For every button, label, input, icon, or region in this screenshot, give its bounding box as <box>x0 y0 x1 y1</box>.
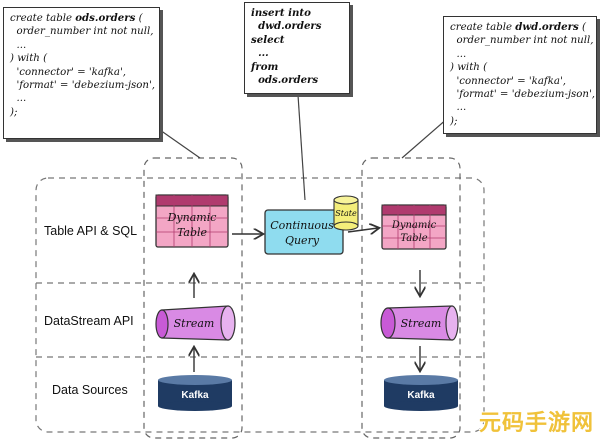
dwd-box-connector <box>401 117 449 159</box>
code-line: ... <box>450 102 467 114</box>
stream-right-label: Stream <box>401 317 442 330</box>
code-line: 'connector' = 'kafka', <box>10 66 126 78</box>
right-column-frame <box>361 157 461 439</box>
code-text: ( <box>578 22 586 33</box>
code-line: from <box>251 60 279 73</box>
kafka-left-label: Kafka <box>181 390 209 401</box>
code-line: ); <box>450 115 458 127</box>
state-cylinder <box>333 195 359 231</box>
kafka-left <box>158 375 232 411</box>
dynamic-table-left-label-1: Dynamic <box>167 211 217 224</box>
code-line: ) with ( <box>10 53 48 65</box>
layers-frame <box>35 177 485 433</box>
continuous-query-node <box>264 209 344 255</box>
ods-create-table-box: create table ods.orders ( order_number i… <box>3 7 160 139</box>
dynamic-table-right-label-1: Dynamic <box>391 220 437 231</box>
row-label-sources: Data Sources <box>52 383 128 397</box>
code-line: order_number int not null, <box>450 35 594 47</box>
stream-left-label: Stream <box>174 317 215 330</box>
row-label-table-api: Table API & SQL <box>44 224 138 238</box>
kafka-right-label: Kafka <box>407 390 435 401</box>
code-text: create table <box>450 22 516 33</box>
arrow-query-to-table <box>347 228 378 232</box>
dynamic-table-right-label-2: Table <box>400 233 427 244</box>
site-watermark: 元码手游网 <box>478 411 594 436</box>
insert-box-connector <box>297 94 306 201</box>
code-line: create table ods.orders ( <box>10 12 153 25</box>
ods-box-connector <box>159 129 201 159</box>
kafka-right <box>384 375 458 411</box>
left-column-frame <box>143 157 243 439</box>
code-line: 'format' = 'debezium-json', <box>450 89 596 101</box>
state-label: State <box>335 209 357 218</box>
code-line: dwd.orders <box>251 20 322 33</box>
stream-right <box>380 305 459 341</box>
code-text: create table <box>10 13 76 24</box>
code-line: ... <box>450 48 467 60</box>
code-line: create table dwd.orders ( <box>450 21 590 34</box>
code-text: ( <box>135 13 143 24</box>
code-line: ... <box>10 93 27 105</box>
code-line: ... <box>251 47 269 60</box>
insert-into-box: insert into dwd.orders select ... from o… <box>244 2 350 94</box>
dynamic-table-right <box>381 204 447 250</box>
code-line: select <box>251 33 285 46</box>
code-line: ... <box>10 39 27 51</box>
code-line: insert into <box>251 7 311 19</box>
table-name: ods.orders <box>75 12 136 24</box>
stream-left <box>155 305 236 341</box>
code-line: ods.orders <box>251 74 319 87</box>
code-line: 'format' = 'debezium-json', <box>10 80 156 92</box>
code-line: ); <box>10 106 18 118</box>
code-line: 'connector' = 'kafka', <box>450 75 566 87</box>
dynamic-table-left <box>155 194 229 248</box>
row-label-datastream: DataStream API <box>44 314 134 328</box>
dwd-create-table-box: create table dwd.orders ( order_number i… <box>443 16 597 134</box>
code-line: ) with ( <box>450 62 488 74</box>
code-line: order_number int not null, <box>10 26 154 38</box>
continuous-query-label-2: Query <box>285 234 320 247</box>
table-name: dwd.orders <box>515 21 579 33</box>
continuous-query-label-1: Continuous <box>270 219 334 232</box>
dynamic-table-left-label-2: Table <box>177 226 208 239</box>
